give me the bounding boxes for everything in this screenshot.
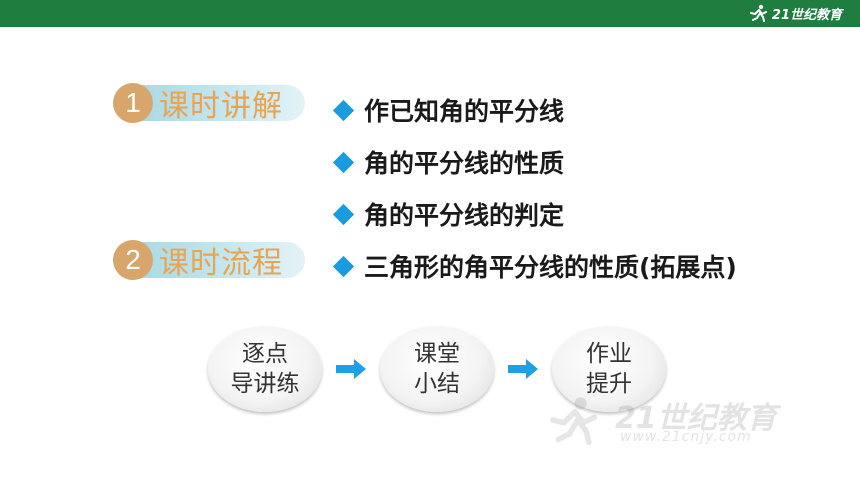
- brand-logo: 21世纪教育: [749, 3, 842, 23]
- topic-text: 三角形的角平分线的性质(拓展点): [364, 253, 737, 282]
- right-arrow-icon: [336, 359, 366, 379]
- diamond-bullet-icon: [332, 151, 355, 173]
- watermark-title: 21世纪教育: [615, 401, 777, 436]
- section-number: 2: [113, 240, 153, 280]
- diamond-bullet-icon: [332, 203, 355, 225]
- topic-item: 作已知角的平分线: [332, 84, 737, 136]
- topic-text: 作已知角的平分线: [364, 97, 565, 126]
- topic-text: 角的平分线的判定: [364, 201, 565, 230]
- watermark: 21世纪教育 www.21cnjy.com: [545, 393, 825, 453]
- logo-text: 21世纪教育: [771, 7, 842, 23]
- pill-background: [133, 242, 305, 278]
- section-pill-lecture: 1 课时讲解: [113, 83, 305, 124]
- lesson-flow: 逐点 导讲练 课堂 小结 作业 提升: [208, 326, 668, 412]
- watermark-url: www.21cnjy.com: [620, 429, 752, 445]
- flow-step-homework: 作业 提升: [552, 326, 666, 412]
- flow-step-line: 课堂: [414, 341, 460, 367]
- pill-background: [133, 85, 305, 121]
- flow-step-practice: 逐点 导讲练: [208, 326, 322, 412]
- flow-step-line: 提升: [586, 371, 632, 397]
- topic-item: 三角形的角平分线的性质(拓展点): [332, 240, 737, 292]
- section-label: 课时流程: [159, 246, 283, 281]
- section-number: 1: [113, 83, 153, 123]
- flow-step-line: 导讲练: [230, 371, 300, 397]
- watermark-runner-icon: [549, 397, 598, 445]
- top-banner: 21世纪教育: [0, 0, 860, 27]
- diamond-bullet-icon: [332, 255, 355, 277]
- section-label: 课时讲解: [159, 89, 283, 124]
- diamond-bullet-icon: [332, 99, 355, 121]
- section-pill-process: 2 课时流程: [113, 240, 305, 281]
- flow-step-line: 小结: [414, 371, 460, 397]
- right-arrow-icon: [508, 359, 538, 379]
- flow-step-summary: 课堂 小结: [380, 326, 494, 412]
- topic-item: 角的平分线的判定: [332, 188, 737, 240]
- flow-step-line: 逐点: [242, 341, 288, 367]
- runner-icon: [749, 4, 767, 22]
- topic-list: 作已知角的平分线 角的平分线的性质 角的平分线的判定 三角形的角平分线的性质(拓…: [332, 84, 737, 292]
- flow-step-line: 作业: [586, 341, 632, 367]
- topic-item: 角的平分线的性质: [332, 136, 737, 188]
- topic-text: 角的平分线的性质: [364, 149, 565, 178]
